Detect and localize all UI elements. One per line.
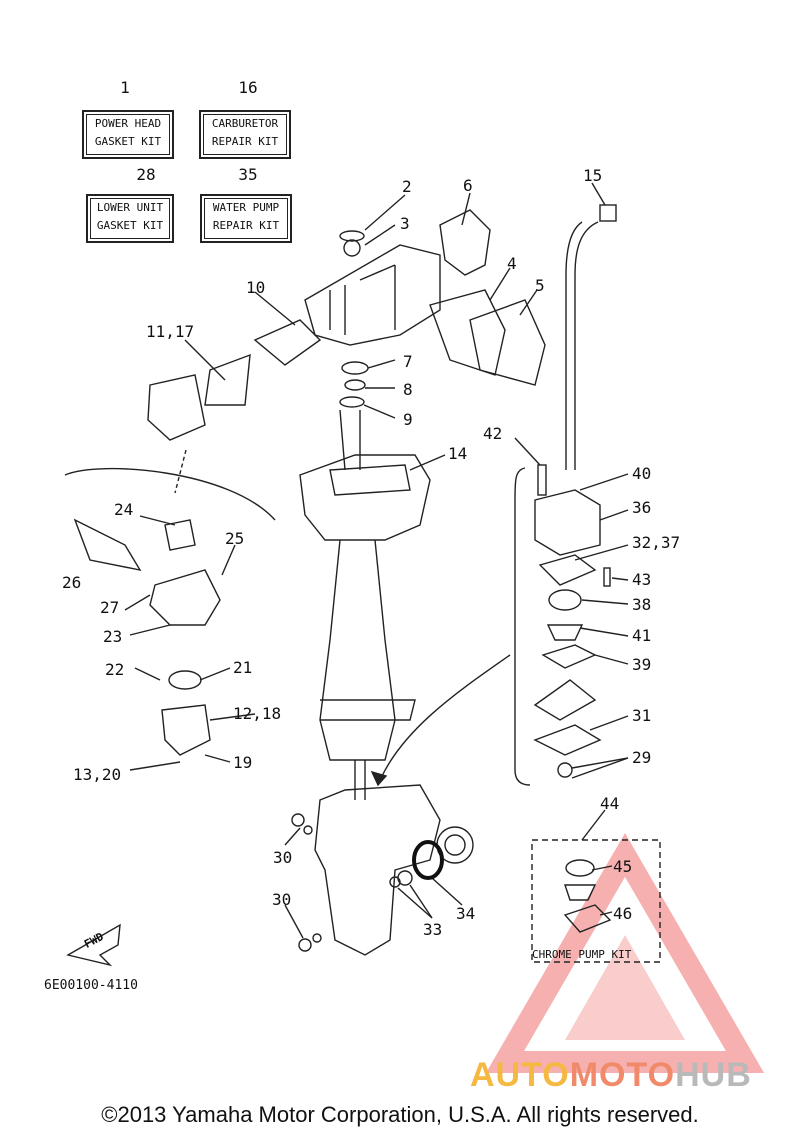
- kit-box-lower-unit-gasket: LOWER UNIT GASKET KIT: [86, 194, 174, 243]
- power-head-block: [304, 244, 441, 346]
- fwd-arrow-icon: [66, 923, 121, 967]
- callout-46: 46: [613, 904, 633, 923]
- callout-10: 10: [246, 278, 266, 297]
- kit-line1: POWER HEAD: [94, 117, 162, 130]
- diagram-code: 6E00100-4110: [44, 978, 138, 993]
- callout-11-17: 11,17: [146, 322, 195, 341]
- kit-line2: REPAIR KIT: [212, 219, 280, 232]
- brand-part-auto: AUTO: [470, 1056, 570, 1094]
- cover-6: [439, 209, 491, 276]
- callout-6: 6: [463, 176, 473, 195]
- callout-27: 27: [100, 598, 120, 617]
- callout-41: 41: [632, 626, 652, 645]
- chrome-pump-kit-label: CHROME PUMP KIT: [532, 948, 632, 961]
- pump-housing: [534, 489, 601, 556]
- callout-32-37: 32,37: [632, 533, 681, 552]
- kit-line2: GASKET KIT: [96, 219, 164, 232]
- float-bowl: [161, 704, 211, 756]
- callout-13-20: 13,20: [73, 765, 122, 784]
- callout-14: 14: [448, 444, 468, 463]
- callout-22: 22: [105, 660, 125, 679]
- gasket-4: [429, 289, 506, 376]
- water-tube: [574, 221, 599, 470]
- callout-39: 39: [632, 655, 652, 674]
- plate-31: [533, 679, 597, 721]
- kit-number-35: 35: [238, 165, 258, 184]
- driveshaft-housing: [319, 539, 396, 761]
- callout-2: 2: [402, 177, 412, 196]
- brand-part-moto: MOTO: [569, 1056, 676, 1094]
- callout-33: 33: [423, 920, 443, 939]
- callout-19: 19: [233, 753, 253, 772]
- kit-box-carburetor-repair: CARBURETOR REPAIR KIT: [199, 110, 291, 159]
- callout-9: 9: [403, 410, 413, 429]
- copyright-text: ©2013 Yamaha Motor Corporation, U.S.A. A…: [101, 1102, 699, 1127]
- callout-45: 45: [613, 857, 633, 876]
- callout-44: 44: [600, 794, 620, 813]
- callout-12-18: 12,18: [233, 704, 282, 723]
- callout-7: 7: [403, 352, 413, 371]
- upper-casing: [299, 454, 431, 541]
- pump-gasket: [538, 554, 597, 586]
- callout-8: 8: [403, 380, 413, 399]
- callout-29: 29: [632, 748, 652, 767]
- kit-number-1: 1: [120, 78, 130, 97]
- lower-unit: [314, 784, 441, 956]
- impeller: [546, 624, 584, 641]
- kit-line1: LOWER UNIT: [96, 201, 164, 214]
- kit-box-water-pump-repair: WATER PUMP REPAIR KIT: [200, 194, 292, 243]
- watermark-logo: [485, 833, 765, 1073]
- kit-box-power-head-gasket: POWER HEAD GASKET KIT: [82, 110, 174, 159]
- kit-line2: REPAIR KIT: [211, 135, 279, 148]
- callout-30-lower: 30: [272, 890, 292, 909]
- callout-38: 38: [632, 595, 652, 614]
- callout-43: 43: [632, 570, 652, 589]
- kit-line2: GASKET KIT: [94, 135, 162, 148]
- intake-gasket: [253, 319, 322, 366]
- plate-5: [469, 299, 546, 386]
- callout-40: 40: [632, 464, 652, 483]
- kit-line1: CARBURETOR: [211, 117, 279, 130]
- brand-logo: AUTOMOTOHUB: [470, 1056, 752, 1095]
- callout-25: 25: [225, 529, 245, 548]
- callout-24: 24: [114, 500, 134, 519]
- callout-34: 34: [456, 904, 476, 923]
- callout-3: 3: [400, 214, 410, 233]
- callout-23: 23: [103, 627, 123, 646]
- kit-number-28: 28: [136, 165, 156, 184]
- kit-line1: WATER PUMP: [212, 201, 280, 214]
- callout-31: 31: [632, 706, 652, 725]
- callout-36: 36: [632, 498, 652, 517]
- brand-part-hub: HUB: [675, 1056, 752, 1094]
- callout-42: 42: [483, 424, 503, 443]
- callout-30-upper: 30: [273, 848, 293, 867]
- callout-4: 4: [507, 254, 517, 273]
- callout-21: 21: [233, 658, 253, 677]
- callout-15: 15: [583, 166, 603, 185]
- kit-number-16: 16: [238, 78, 258, 97]
- chrome-kit-box: [531, 839, 661, 963]
- silencer: [147, 374, 206, 441]
- gasket-11: [204, 353, 251, 406]
- carburetor-body: [149, 569, 221, 626]
- callout-5: 5: [535, 276, 545, 295]
- callout-26: 26: [62, 573, 82, 592]
